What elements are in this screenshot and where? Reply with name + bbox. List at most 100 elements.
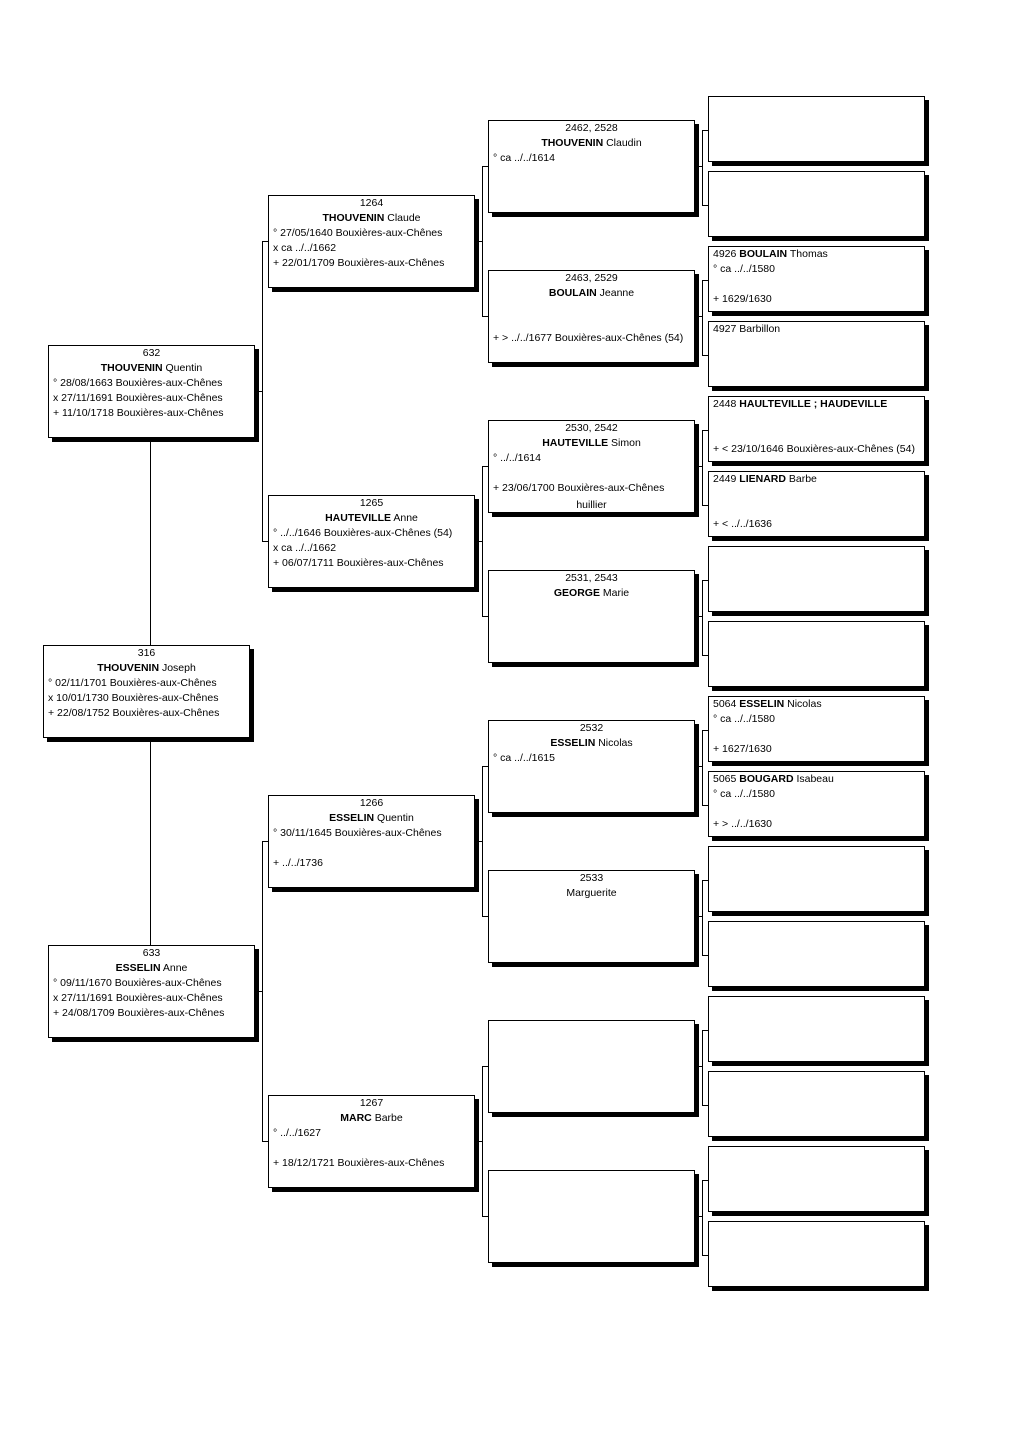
given-name: Claudin xyxy=(606,137,642,149)
connector-line xyxy=(702,1030,709,1031)
given-name: Isabeau xyxy=(796,773,834,785)
given-name: Nicolas xyxy=(598,737,633,749)
person-box-empty[interactable] xyxy=(488,1170,695,1263)
birth-line: ° ../../1627 xyxy=(273,1127,321,1139)
person-box-2463[interactable]: 2463, 2529 BOULAIN Jeanne + > ../../1677… xyxy=(488,270,695,363)
death-line: + 22/08/1752 Bouxières-aux-Chênes xyxy=(48,707,220,719)
person-box-empty[interactable] xyxy=(708,1221,925,1287)
person-box-1264[interactable]: 1264 THOUVENIN Claude ° 27/05/1640 Bouxi… xyxy=(268,195,475,288)
marriage-line: x ca ../../1662 xyxy=(273,242,337,254)
blank-line xyxy=(489,301,694,316)
birth-line: ° ca ../../1615 xyxy=(493,752,555,764)
surname: HAUTEVILLE xyxy=(542,437,609,449)
person-box-633[interactable]: 633 ESSELIN Anne ° 09/11/1670 Bouxières-… xyxy=(48,945,255,1038)
person-box-5064[interactable]: 5064 ESSELIN Nicolas ° ca ../../1580 + 1… xyxy=(708,696,925,762)
connector-line xyxy=(262,541,269,542)
person-box-632[interactable]: 632 THOUVENIN Quentin ° 28/08/1663 Bouxi… xyxy=(48,345,255,438)
connector-line xyxy=(476,1141,483,1142)
connector-line xyxy=(696,466,703,467)
death-line: + 1627/1630 xyxy=(713,743,772,755)
blank-line xyxy=(269,1141,474,1156)
person-box-empty[interactable] xyxy=(708,996,925,1062)
person-box-1267[interactable]: 1267 MARC Barbe ° ../../1627 + 18/12/172… xyxy=(268,1095,475,1188)
birth-line: ° ca ../../1614 xyxy=(493,152,555,164)
connector-line xyxy=(476,541,483,542)
marriage-line: x 27/11/1691 Bouxières-aux-Chênes xyxy=(53,392,223,404)
death-line: + 11/10/1718 Bouxières-aux-Chênes xyxy=(53,407,224,419)
connector-line xyxy=(702,280,709,281)
person-box-2449[interactable]: 2449 LIENARD Barbe + < ../../1636 xyxy=(708,471,925,537)
death-line: + ../../1736 xyxy=(273,857,323,869)
person-box-4927[interactable]: 4927 Barbillon xyxy=(708,321,925,387)
given-name: Joseph xyxy=(161,662,196,674)
person-name: 2449 LIENARD Barbe xyxy=(709,472,924,487)
connector-line xyxy=(702,880,703,955)
connector-line xyxy=(702,430,703,505)
given-name: Barbe xyxy=(788,473,817,485)
person-box-2531[interactable]: 2531, 2543 GEORGE Marie xyxy=(488,570,695,663)
surname: LIENARD xyxy=(739,473,786,485)
connector-line xyxy=(702,1030,703,1105)
person-box-1265[interactable]: 1265 HAUTEVILLE Anne ° ../../1646 Bouxiè… xyxy=(268,495,475,588)
person-box-empty[interactable] xyxy=(708,546,925,612)
death-line: + 24/08/1709 Bouxières-aux-Chênes xyxy=(53,1007,225,1019)
death-line: + > ../../1630 xyxy=(713,818,772,830)
birth-line: ° ca ../../1580 xyxy=(713,263,775,275)
person-box-empty[interactable] xyxy=(708,171,925,237)
person-box-empty[interactable] xyxy=(488,1020,695,1113)
given-name: Barbillon xyxy=(739,323,781,335)
surname: ESSELIN xyxy=(329,812,375,824)
person-box-empty[interactable] xyxy=(708,1071,925,1137)
connector-line xyxy=(482,316,489,317)
person-box-empty[interactable] xyxy=(708,921,925,987)
person-id: 2463, 2529 xyxy=(565,272,618,284)
surname: GEORGE xyxy=(553,587,600,599)
connector-line xyxy=(696,1066,703,1067)
person-box-2530[interactable]: 2530, 2542 HAUTEVILLE Simon ° ../../1614… xyxy=(488,420,695,513)
blank-line xyxy=(709,412,924,427)
birth-line: ° ../../1614 xyxy=(493,452,541,464)
person-id: 1265 xyxy=(359,497,384,509)
person-box-2448[interactable]: 2448 HAULTEVILLE ; HAUDEVILLE + < 23/10/… xyxy=(708,396,925,462)
birth-line: ° ../../1646 Bouxières-aux-Chênes (54) xyxy=(273,527,453,539)
death-line: + 22/01/1709 Bouxières-aux-Chênes xyxy=(273,257,445,269)
person-box-empty[interactable] xyxy=(708,1146,925,1212)
person-box-empty[interactable] xyxy=(708,846,925,912)
given-name: Barbe xyxy=(374,1112,403,1124)
connector-line xyxy=(702,805,709,806)
marriage-line: x 27/11/1691 Bouxières-aux-Chênes xyxy=(53,992,223,1004)
person-box-5065[interactable]: 5065 BOUGARD Isabeau ° ca ../../1580 + >… xyxy=(708,771,925,837)
connector-line xyxy=(476,241,483,242)
connector-line xyxy=(702,1105,709,1106)
person-box-2533[interactable]: 2533 Marguerite xyxy=(488,870,695,963)
person-box-2462[interactable]: 2462, 2528 THOUVENIN Claudin ° ca ../../… xyxy=(488,120,695,213)
person-name: MARC Barbe xyxy=(269,1111,474,1126)
blank-line xyxy=(709,487,924,502)
person-box-2532[interactable]: 2532 ESSELIN Nicolas ° ca ../../1615 xyxy=(488,720,695,813)
person-id: 2533 xyxy=(579,872,604,884)
surname: MARC xyxy=(340,1112,372,1124)
surname: THOUVENIN xyxy=(322,212,385,224)
person-id: 2449 xyxy=(713,473,737,485)
connector-line xyxy=(696,766,703,767)
person-id: 316 xyxy=(137,647,156,659)
person-id: 2462, 2528 xyxy=(565,122,618,134)
blank-line xyxy=(709,277,924,292)
person-box-1266[interactable]: 1266 ESSELIN Quentin ° 30/11/1645 Bouxiè… xyxy=(268,795,475,888)
surname: ESSELIN xyxy=(550,737,596,749)
person-id: 1266 xyxy=(359,797,384,809)
connector-line xyxy=(702,505,709,506)
person-box-empty[interactable] xyxy=(708,621,925,687)
person-box-316[interactable]: 316 THOUVENIN Joseph ° 02/11/1701 Bouxiè… xyxy=(43,645,250,738)
death-line: + 18/12/1721 Bouxières-aux-Chênes xyxy=(273,1157,445,1169)
person-id: 2530, 2542 xyxy=(565,422,618,434)
blank-line xyxy=(489,466,694,481)
birth-line: ° 27/05/1640 Bouxières-aux-Chênes xyxy=(273,227,443,239)
given-name: Marguerite xyxy=(566,887,617,899)
person-id: 2448 xyxy=(713,398,737,410)
person-box-empty[interactable] xyxy=(708,96,925,162)
person-name: THOUVENIN Joseph xyxy=(44,661,249,676)
person-name: HAUTEVILLE Simon xyxy=(489,436,694,451)
person-box-4926[interactable]: 4926 BOULAIN Thomas ° ca ../../1580 + 16… xyxy=(708,246,925,312)
birth-line: ° 30/11/1645 Bouxières-aux-Chênes xyxy=(273,827,442,839)
